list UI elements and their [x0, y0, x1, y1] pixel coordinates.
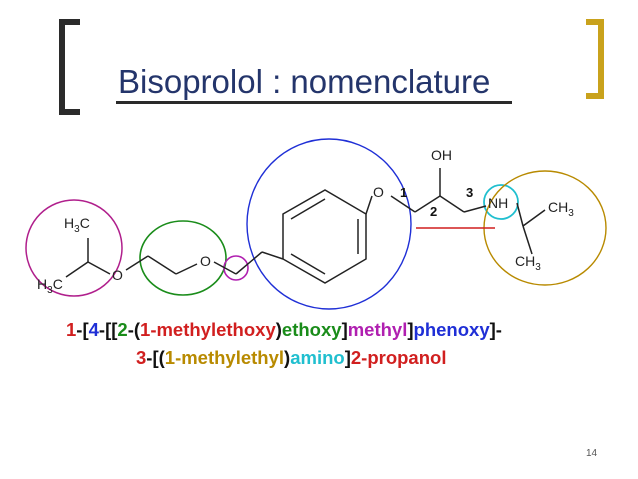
name-fragment: -(	[127, 319, 141, 340]
position-1-label: 1	[400, 185, 407, 200]
name-fragment: ethoxy	[281, 319, 342, 340]
methylene-circle	[223, 255, 249, 281]
name-fragment: methyl	[347, 319, 408, 340]
name-fragment: ]	[407, 319, 414, 340]
name-fragment: 1-methylethyl	[164, 347, 285, 368]
page-title: Bisoprolol : nomenclature	[118, 63, 491, 100]
name-fragment: 3	[136, 347, 147, 368]
name-fragment: ]-	[489, 319, 502, 340]
bonds	[65, 168, 546, 284]
name-fragment: 1	[66, 319, 77, 340]
isopropoxy-o-label: O	[112, 267, 123, 283]
name-fragment: ]	[344, 347, 351, 368]
name-fragment: 2-propanol	[350, 347, 447, 368]
nh-label: NH	[488, 195, 508, 211]
ch3-right-label: CH3	[548, 199, 574, 219]
ether-o-label: O	[200, 253, 211, 269]
name-fragment: -[[	[98, 319, 118, 340]
ch3-bottom-label: CH3	[515, 253, 541, 273]
name-fragment: -[(	[146, 347, 165, 368]
left-bracket	[59, 19, 80, 115]
name-fragment: 4	[88, 319, 99, 340]
phenoxy-circle	[246, 138, 412, 310]
h3c-bottom-label: H3C	[37, 276, 63, 296]
name-fragment: )	[275, 319, 282, 340]
isopropoxy-circle	[25, 199, 123, 297]
name-fragment: amino	[290, 347, 345, 368]
amino-circle	[483, 184, 519, 220]
name-fragment: -[	[76, 319, 89, 340]
name-fragment: phenoxy	[413, 319, 490, 340]
name-fragment: ]	[341, 319, 348, 340]
oh-label: OH	[431, 147, 452, 163]
nomenclature-line-2: 3-[(1-methylethyl)amino]2-propanol	[136, 347, 446, 369]
right-bracket	[586, 19, 604, 99]
isopropyl-circle	[483, 170, 607, 286]
name-fragment: 1-methylethoxy	[140, 319, 276, 340]
ethoxy-circle	[139, 220, 227, 296]
position-3-label: 3	[466, 185, 473, 200]
title-underline	[116, 101, 512, 104]
name-fragment: 2	[117, 319, 128, 340]
phenoxy-o-label: O	[373, 184, 384, 200]
nomenclature-line-1: 1-[4-[[2-(1-methylethoxy)ethoxy]methyl]p…	[66, 319, 502, 341]
h3c-top-label: H3C	[64, 215, 90, 235]
name-fragment: )	[284, 347, 291, 368]
position-2-label: 2	[430, 204, 437, 219]
page-number: 14	[586, 448, 598, 459]
